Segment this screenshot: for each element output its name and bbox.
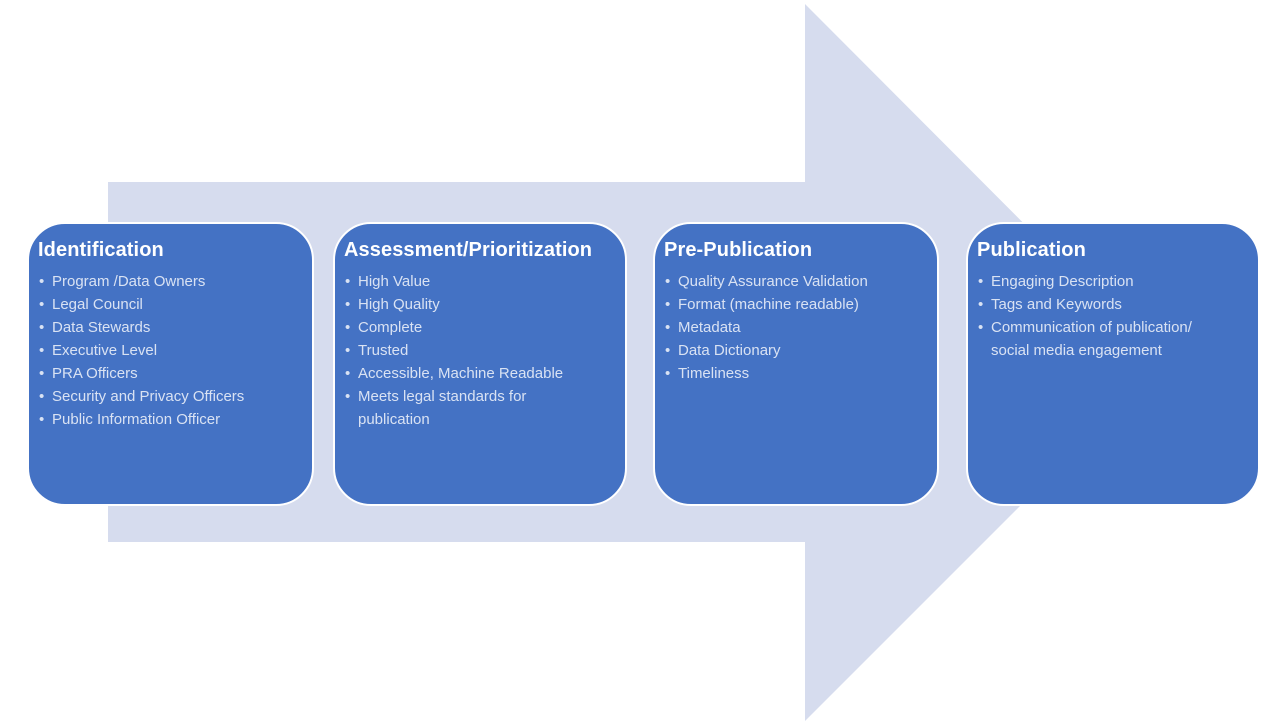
arrow-right-polygon	[108, 4, 1163, 721]
bullet-item: Data Stewards	[38, 316, 300, 339]
bullet-item: Meets legal standards for publication	[344, 385, 613, 431]
bullet-item: PRA Officers	[38, 362, 300, 385]
stage-box-identification: Identification Program /Data OwnersLegal…	[27, 222, 314, 506]
stage-title: Identification	[38, 239, 164, 261]
stage-title: Assessment/Prioritization	[344, 239, 593, 261]
bullet-item: Metadata	[664, 316, 925, 339]
bullet-item: Tags and Keywords	[977, 293, 1246, 316]
bullet-item: Accessible, Machine Readable	[344, 362, 613, 385]
stage-title: Publication	[977, 239, 1086, 261]
bullet-item: Communication of publication/ social med…	[977, 316, 1246, 362]
stage-bullet-list: High ValueHigh QualityCompleteTrustedAcc…	[344, 270, 613, 431]
bullet-item: Format (machine readable)	[664, 293, 925, 316]
stage-box-assessment-prioritization: Assessment/Prioritization High ValueHigh…	[333, 222, 627, 506]
bullet-item: Security and Privacy Officers	[38, 385, 300, 408]
stage-box-pre-publication: Pre-Publication Quality Assurance Valida…	[653, 222, 939, 506]
bullet-item: Program /Data Owners	[38, 270, 300, 293]
stage-bullet-list: Program /Data OwnersLegal CouncilData St…	[38, 270, 300, 431]
bullet-item: Trusted	[344, 339, 613, 362]
stage-box-publication: Publication Engaging DescriptionTags and…	[966, 222, 1260, 506]
stage-title: Pre-Publication	[664, 239, 813, 261]
bullet-item: High Quality	[344, 293, 613, 316]
bullet-item: Quality Assurance Validation	[664, 270, 925, 293]
bullet-item: Timeliness	[664, 362, 925, 385]
bullet-item: Executive Level	[38, 339, 300, 362]
bullet-item: Engaging Description	[977, 270, 1246, 293]
stage-bullet-list: Engaging DescriptionTags and KeywordsCom…	[977, 270, 1246, 362]
bullet-item: Data Dictionary	[664, 339, 925, 362]
stage-bullet-list: Quality Assurance ValidationFormat (mach…	[664, 270, 925, 385]
bullet-item: Complete	[344, 316, 613, 339]
bullet-item: Legal Council	[38, 293, 300, 316]
bullet-item: Public Information Officer	[38, 408, 300, 431]
bullet-item: High Value	[344, 270, 613, 293]
